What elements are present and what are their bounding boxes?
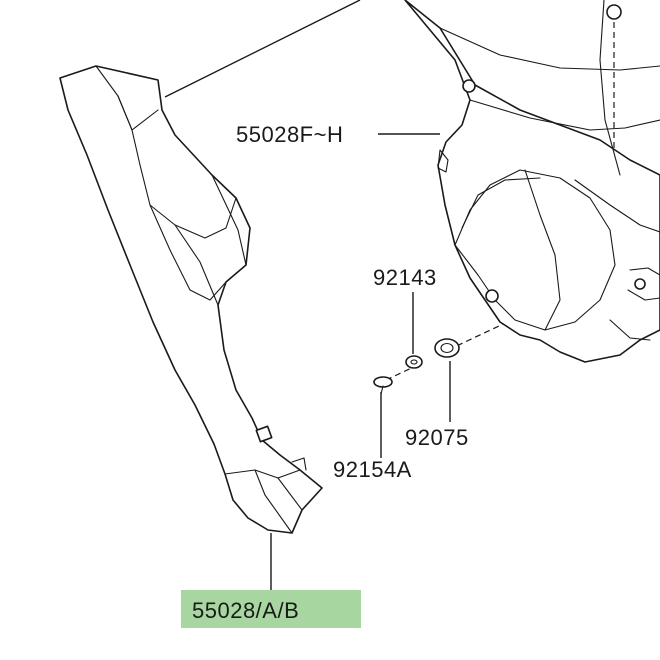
leader-side-panel-to-cover (164, 0, 361, 98)
side-panel-part (59, 65, 323, 534)
side-panel-label-highlight (181, 590, 361, 628)
washer-part (405, 355, 423, 369)
callout-washer: 92143 (373, 265, 437, 290)
callout-grommet: 92075 (405, 425, 469, 450)
clip-tab (255, 425, 273, 443)
leader-lines (164, 0, 451, 590)
rear-cover-part (404, 0, 660, 363)
nut-top (606, 4, 622, 20)
screw-part (373, 376, 393, 395)
mounting-hole-right (634, 278, 646, 290)
callout-side-panel: 55028/A/B (192, 598, 299, 623)
mounting-hole-upper (462, 79, 476, 93)
callout-screw: 92154A (333, 457, 412, 482)
callout-rear-cover: 55028F~H (236, 122, 343, 147)
grommet-part (434, 338, 460, 358)
mounting-hole-lower (485, 289, 499, 303)
